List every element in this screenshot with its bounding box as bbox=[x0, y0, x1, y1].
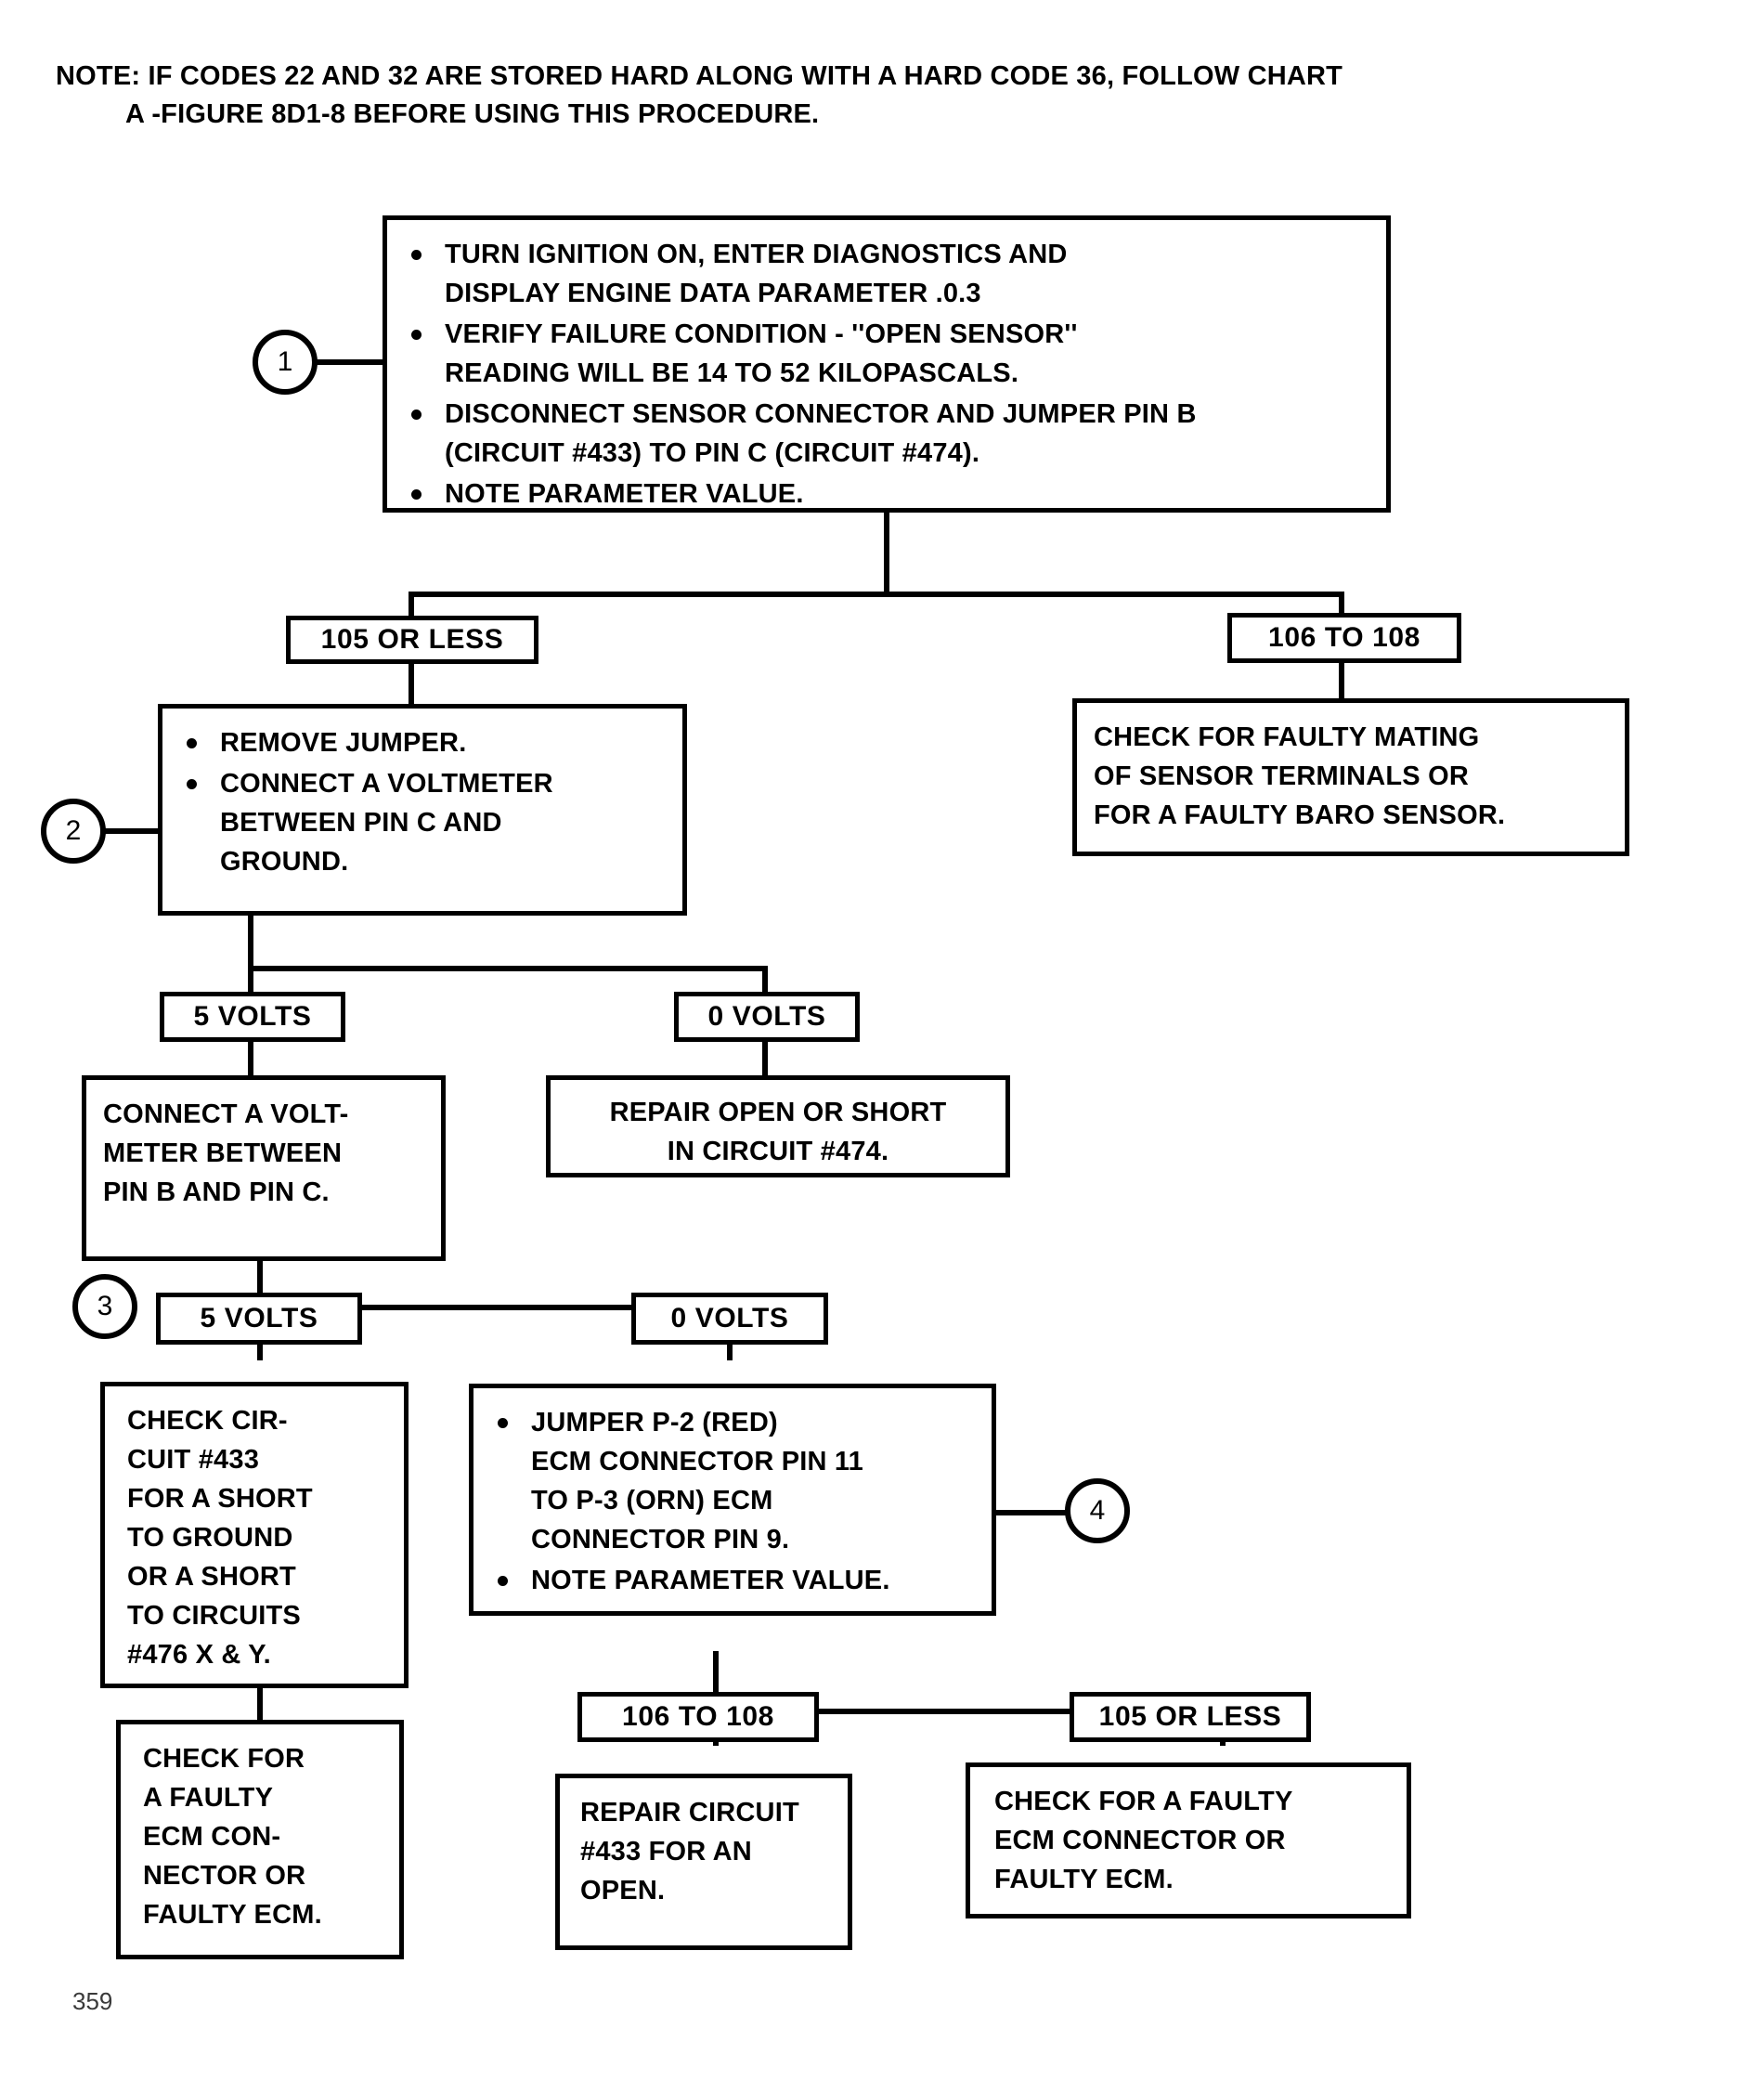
step4-bullet-1: JUMPER P-2 (RED) ECM CONNECTOR PIN 11 TO… bbox=[490, 1403, 975, 1559]
connector-split-bar-final bbox=[713, 1709, 1226, 1714]
connector-433-to-ecm-left bbox=[257, 1683, 263, 1729]
step4-bullet-2: NOTE PARAMETER VALUE. bbox=[490, 1561, 975, 1600]
volts-chip-0v-a: 0 VOLTS bbox=[674, 992, 860, 1042]
connector-5volts-a-down bbox=[248, 1038, 253, 1077]
volts-chip-5v-b: 5 VOLTS bbox=[156, 1293, 362, 1345]
step-circle-2: 2 bbox=[41, 799, 106, 864]
connector-step2-stem bbox=[248, 913, 253, 969]
repair-circuit-474-box: REPAIR OPEN OR SHORT IN CIRCUIT #474. bbox=[546, 1075, 1010, 1177]
connect-voltmeter-bc-box: CONNECT A VOLT- METER BETWEEN PIN B AND … bbox=[82, 1075, 446, 1261]
step1-bullet-3: DISCONNECT SENSOR CONNECTOR AND JUMPER P… bbox=[404, 395, 1369, 473]
step1-bullet-1: TURN IGNITION ON, ENTER DIAGNOSTICS AND … bbox=[404, 235, 1369, 313]
volts-chip-0v-b-label: 0 VOLTS bbox=[670, 1303, 789, 1333]
note-line-2: A -FIGURE 8D1-8 BEFORE USING THIS PROCED… bbox=[125, 99, 820, 130]
note-block: NOTE: IF CODES 22 AND 32 ARE STORED HARD… bbox=[56, 58, 1718, 134]
branch-chip-105-or-less-b: 105 OR LESS bbox=[1070, 1692, 1311, 1742]
branch-chip-106-to-108-b-label: 106 TO 108 bbox=[622, 1701, 774, 1732]
step2-bullet-1: REMOVE JUMPER. bbox=[179, 723, 666, 762]
connector-step4-stem bbox=[713, 1651, 719, 1716]
step-circle-2-label: 2 bbox=[65, 815, 82, 846]
step-circle-3: 3 bbox=[72, 1274, 137, 1339]
connector-circle2-stub bbox=[104, 828, 160, 834]
branch-chip-106-to-108-label: 106 TO 108 bbox=[1268, 622, 1420, 653]
step2-bullet-2: CONNECT A VOLTMETER BETWEEN PIN C AND GR… bbox=[179, 764, 666, 881]
step-circle-1: 1 bbox=[253, 330, 318, 395]
connector-step1-stem bbox=[884, 512, 889, 595]
faulty-ecm-connector-left-box: CHECK FOR A FAULTY ECM CON- NECTOR OR FA… bbox=[116, 1720, 404, 1959]
connector-0volts-a-down bbox=[762, 1038, 768, 1077]
check-circuit-433-box: CHECK CIR- CUIT #433 FOR A SHORT TO GROU… bbox=[100, 1382, 409, 1688]
step4-box: JUMPER P-2 (RED) ECM CONNECTOR PIN 11 TO… bbox=[469, 1384, 996, 1616]
branch-chip-105-or-less-b-label: 105 OR LESS bbox=[1098, 1701, 1282, 1732]
connector-circle1-stub bbox=[316, 359, 388, 365]
page-number: 359 bbox=[72, 1987, 113, 2015]
step1-bullet-list: TURN IGNITION ON, ENTER DIAGNOSTICS AND … bbox=[404, 235, 1369, 514]
step-circle-1-label: 1 bbox=[277, 346, 293, 377]
note-prefix: NOTE: bbox=[56, 61, 141, 91]
note-line-1: IF CODES 22 AND 32 ARE STORED HARD ALONG… bbox=[148, 61, 1343, 91]
branch-chip-105-or-less-label: 105 OR LESS bbox=[320, 624, 504, 655]
step-circle-4-label: 4 bbox=[1089, 1495, 1106, 1526]
branch-chip-106-to-108-b: 106 TO 108 bbox=[577, 1692, 819, 1742]
connector-to-5volts-a bbox=[248, 966, 253, 997]
step2-bullet-list: REMOVE JUMPER. CONNECT A VOLTMETER BETWE… bbox=[179, 723, 666, 881]
connector-circle4-stub bbox=[993, 1510, 1066, 1515]
branch-chip-105-or-less: 105 OR LESS bbox=[286, 616, 538, 664]
step4-bullet-list: JUMPER P-2 (RED) ECM CONNECTOR PIN 11 TO… bbox=[490, 1403, 975, 1600]
connector-split-bar-top bbox=[409, 592, 1344, 597]
step2-box: REMOVE JUMPER. CONNECT A VOLTMETER BETWE… bbox=[158, 704, 687, 916]
volts-chip-5v-a: 5 VOLTS bbox=[160, 992, 345, 1042]
connector-105-to-step2 bbox=[409, 659, 414, 706]
faulty-ecm-connector-right-box: CHECK FOR A FAULTY ECM CONNECTOR OR FAUL… bbox=[966, 1762, 1411, 1918]
step-circle-4: 4 bbox=[1065, 1478, 1130, 1543]
step1-bullet-2: VERIFY FAILURE CONDITION - ''OPEN SENSOR… bbox=[404, 315, 1369, 393]
connector-to-106-to-108 bbox=[1339, 592, 1344, 619]
connector-split-bar-volts2 bbox=[257, 1305, 733, 1310]
baro-sensor-result-box: CHECK FOR FAULTY MATING OF SENSOR TERMIN… bbox=[1072, 698, 1629, 856]
branch-chip-106-to-108: 106 TO 108 bbox=[1227, 613, 1461, 663]
step1-box: TURN IGNITION ON, ENTER DIAGNOSTICS AND … bbox=[383, 215, 1391, 513]
volts-chip-0v-a-label: 0 VOLTS bbox=[707, 1001, 826, 1032]
volts-chip-0v-b: 0 VOLTS bbox=[631, 1293, 828, 1345]
step-circle-3-label: 3 bbox=[97, 1291, 113, 1321]
volts-chip-5v-a-label: 5 VOLTS bbox=[193, 1001, 312, 1032]
connector-split-bar-volts1 bbox=[248, 966, 768, 971]
repair-circuit-433-open-box: REPAIR CIRCUIT #433 FOR AN OPEN. bbox=[555, 1774, 852, 1950]
connector-voltmeter-bc-stem bbox=[257, 1258, 263, 1319]
step1-bullet-4: NOTE PARAMETER VALUE. bbox=[404, 475, 1369, 514]
connector-106-to-baro bbox=[1339, 661, 1344, 700]
volts-chip-5v-b-label: 5 VOLTS bbox=[200, 1303, 318, 1333]
connector-to-0volts-a bbox=[762, 966, 768, 997]
connector-to-105-or-less bbox=[409, 592, 414, 619]
